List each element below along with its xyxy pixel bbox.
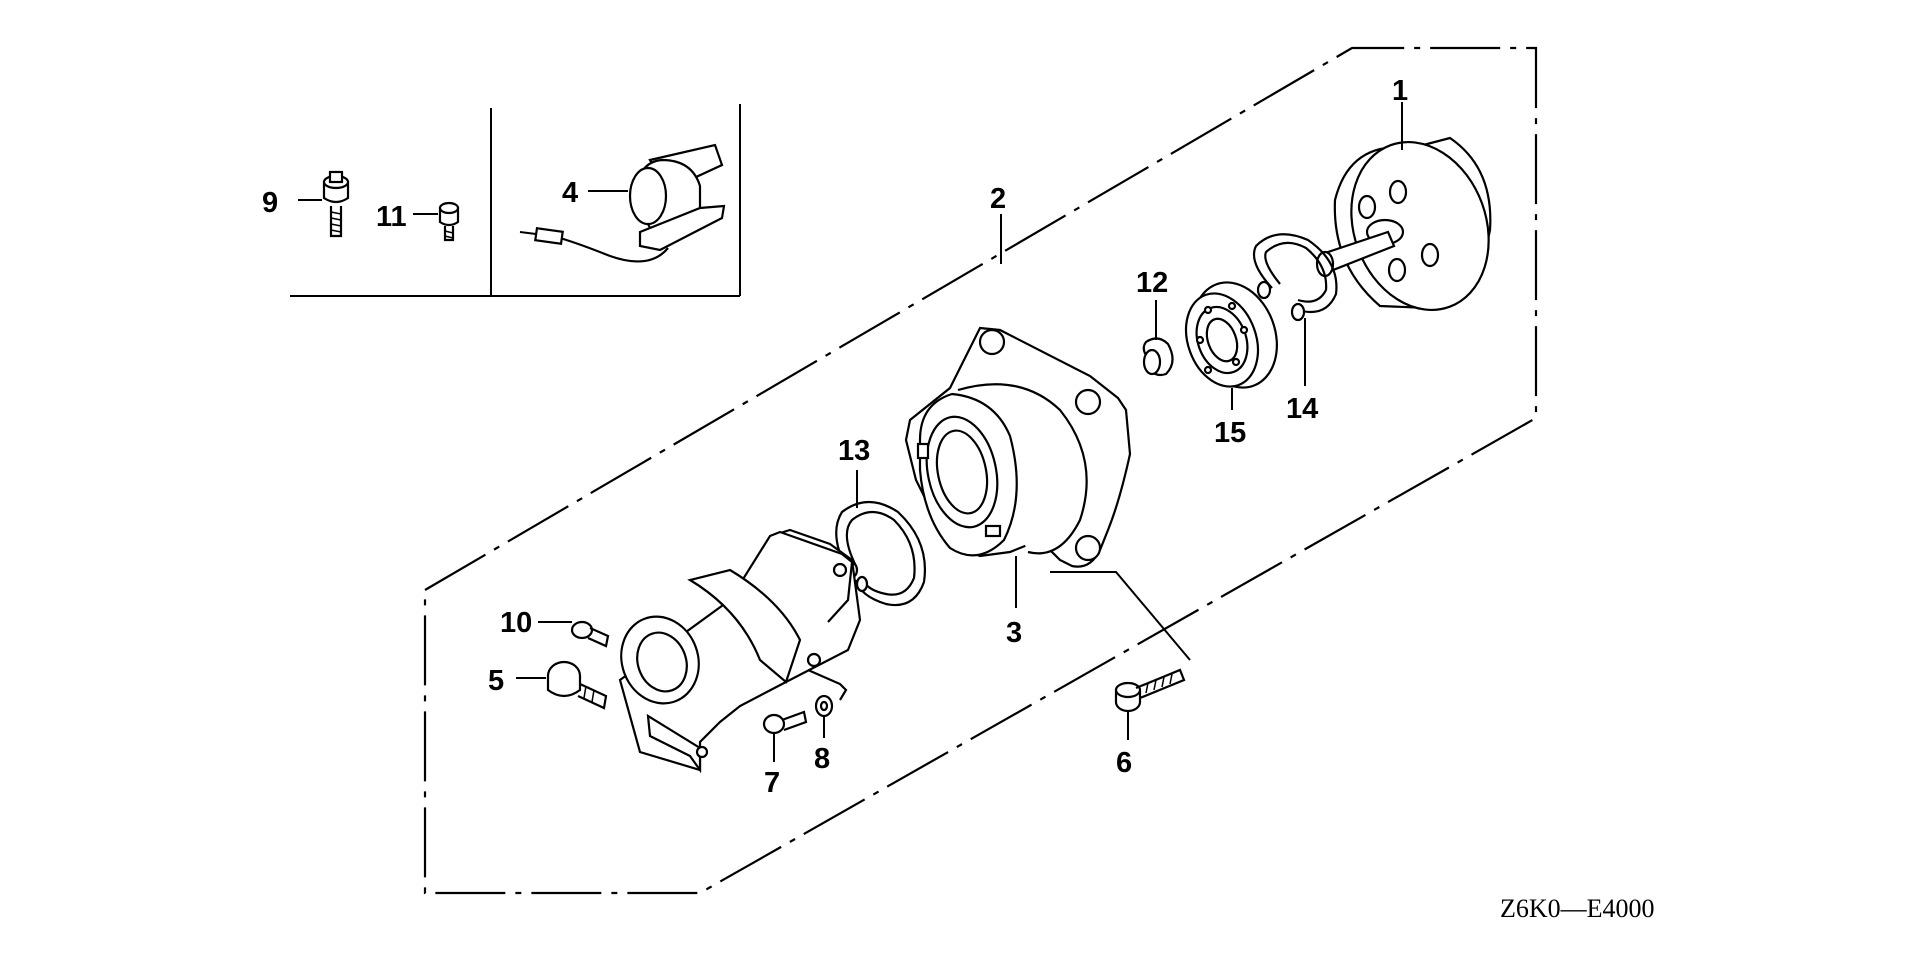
- label-part-13: 13: [838, 435, 870, 467]
- separate-parts-box: [290, 104, 741, 297]
- label-part-4: 4: [562, 177, 578, 209]
- label-part-2: 2: [990, 183, 1006, 215]
- part-9-bolt: [298, 170, 350, 238]
- label-part-11: 11: [376, 201, 407, 233]
- part-5-bolt: [516, 660, 608, 710]
- part-11-screw: [413, 201, 460, 242]
- label-part-6: 6: [1116, 747, 1132, 779]
- label-part-15: 15: [1214, 417, 1246, 449]
- label-part-7: 7: [764, 767, 780, 799]
- label-part-14: 14: [1286, 393, 1318, 425]
- label-part-1: 1: [1392, 75, 1408, 107]
- part-1-clutch-drum: [1315, 102, 1492, 312]
- assembly-outline: [423, 46, 1538, 895]
- label-part-10: 10: [500, 607, 532, 639]
- part-15-bearing: [1184, 281, 1278, 410]
- label-part-3: 3: [1006, 617, 1022, 649]
- part-7-bolt: [762, 710, 808, 762]
- part-14-circlip: [1252, 233, 1338, 386]
- part-12-clip: [1142, 300, 1174, 377]
- part-10-screw: [538, 620, 610, 648]
- part-6-bolt: [1050, 571, 1191, 740]
- label-part-12: 12: [1136, 267, 1168, 299]
- part-4-switch: [519, 143, 726, 263]
- part-5-housing: [618, 528, 862, 774]
- part-3-gear-case: [904, 326, 1132, 608]
- label-part-9: 9: [262, 187, 278, 219]
- label-part-5: 5: [488, 665, 504, 697]
- part-8-washer: [814, 694, 834, 738]
- diagram-code: Z6K0—E4000: [1500, 894, 1655, 923]
- label-part-8: 8: [814, 743, 830, 775]
